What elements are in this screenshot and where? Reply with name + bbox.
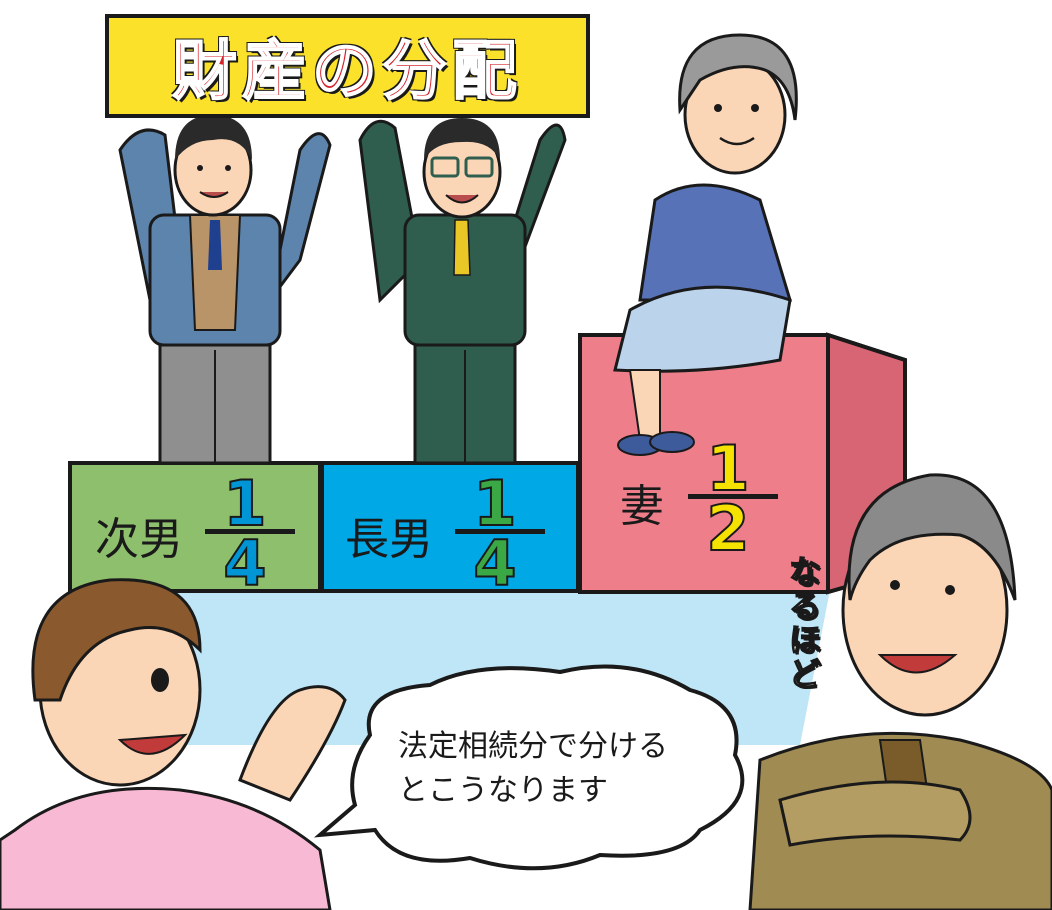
older-man-figure <box>748 473 1052 910</box>
wife-numerator: 1 <box>705 432 750 505</box>
second-son-denominator: 4 <box>222 527 267 600</box>
speech-line-2: とこうなります <box>398 772 608 808</box>
sign-title: 財産の分配 <box>172 34 523 110</box>
speech-text: 法定相続分で分ける とこうなります <box>398 725 718 812</box>
wife-figure <box>613 33 798 456</box>
eldest-son-numerator: 1 <box>472 467 517 540</box>
eldest-son-label: 長男 <box>345 514 433 565</box>
second-son-numerator: 1 <box>222 467 267 540</box>
wife-label-group: 妻 1 2 <box>620 432 800 565</box>
title-sign: 財産の分配 <box>105 14 590 118</box>
speech-line-1: 法定相続分で分ける <box>398 729 668 764</box>
wife-denominator: 2 <box>705 492 750 565</box>
eldest-son-fraction-bar <box>455 529 545 534</box>
second-son-fraction-bar <box>205 529 295 534</box>
eldest-son-label-group: 長男 1 4 <box>345 467 570 596</box>
eldest-son-figure <box>358 118 567 465</box>
wife-fraction-bar <box>688 494 778 499</box>
eldest-son-denominator: 4 <box>472 527 517 600</box>
second-son-label-group: 次男 1 4 <box>95 467 315 596</box>
speech-bubble <box>313 664 745 871</box>
presenter-woman-figure <box>0 578 347 910</box>
wife-label: 妻 <box>620 481 664 532</box>
eldest-son-podium <box>320 461 580 593</box>
second-son-figure <box>118 115 332 465</box>
exclamation-text: なるほど <box>783 554 823 692</box>
second-son-label: 次男 <box>95 514 183 565</box>
second-son-podium <box>68 461 322 593</box>
